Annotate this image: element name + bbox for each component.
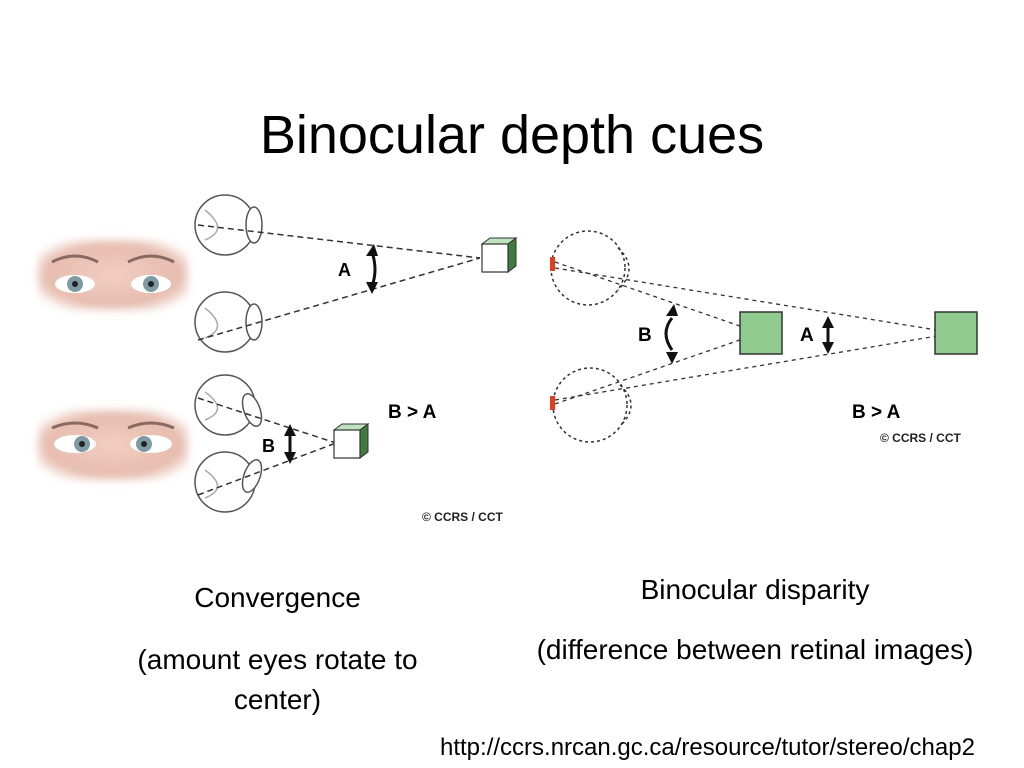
green-square-near <box>739 311 783 355</box>
eyeball-bottom-left <box>194 374 263 436</box>
disparity-sight-lines <box>554 261 956 405</box>
eye-outline-top <box>550 230 630 306</box>
disparity-caption-sub: (difference between retinal images) <box>536 634 974 665</box>
disparity-angle-a-label: A <box>800 325 814 346</box>
green-square-far <box>934 311 978 355</box>
convergence-caption-title: Convergence <box>194 582 361 613</box>
disparity-caption-title: Binocular disparity <box>640 574 870 605</box>
disparity-angle-a-arrow <box>822 316 834 354</box>
cube-far <box>480 237 518 273</box>
angle-a-label: A <box>338 260 351 280</box>
comparison-right: B > A <box>852 402 901 423</box>
eye-outline-bottom <box>552 367 632 443</box>
source-url[interactable]: http://ccrs.nrcan.gc.ca/resource/tutor/s… <box>440 734 975 761</box>
eyeball-top-left <box>194 194 263 256</box>
retina-mark-bottom <box>550 396 555 410</box>
convergence-figure: A B B > A © CCRS / CCT <box>38 194 518 524</box>
comparison-left: B > A <box>388 402 437 423</box>
slide-title: Binocular depth cues <box>259 105 765 165</box>
disparity-figure: B A B > A © CCRS / CCT <box>550 230 978 445</box>
disparity-angle-b-arrow <box>664 304 678 364</box>
disparity-angle-b-label: B <box>638 325 652 346</box>
angle-a-arrow <box>366 244 378 294</box>
copyright-left: © CCRS / CCT <box>422 510 504 524</box>
cube-near <box>332 423 370 459</box>
eyeball-top-right <box>194 291 263 353</box>
angle-b-arrow <box>284 424 296 464</box>
convergence-caption-sub: (amount eyes rotate to center) <box>137 644 418 715</box>
sight-lines-far <box>197 224 481 341</box>
copyright-right: © CCRS / CCT <box>880 431 962 445</box>
retina-mark-top <box>550 257 555 271</box>
convergence-caption: Convergence (amount eyes rotate to cente… <box>90 578 465 720</box>
face-photo-far <box>38 240 188 310</box>
angle-b-label: B <box>262 436 275 456</box>
face-photo-near <box>38 410 188 480</box>
sight-lines-near <box>197 397 337 496</box>
eyeball-bottom-right <box>194 451 263 513</box>
disparity-caption: Binocular disparity (difference between … <box>530 570 980 670</box>
